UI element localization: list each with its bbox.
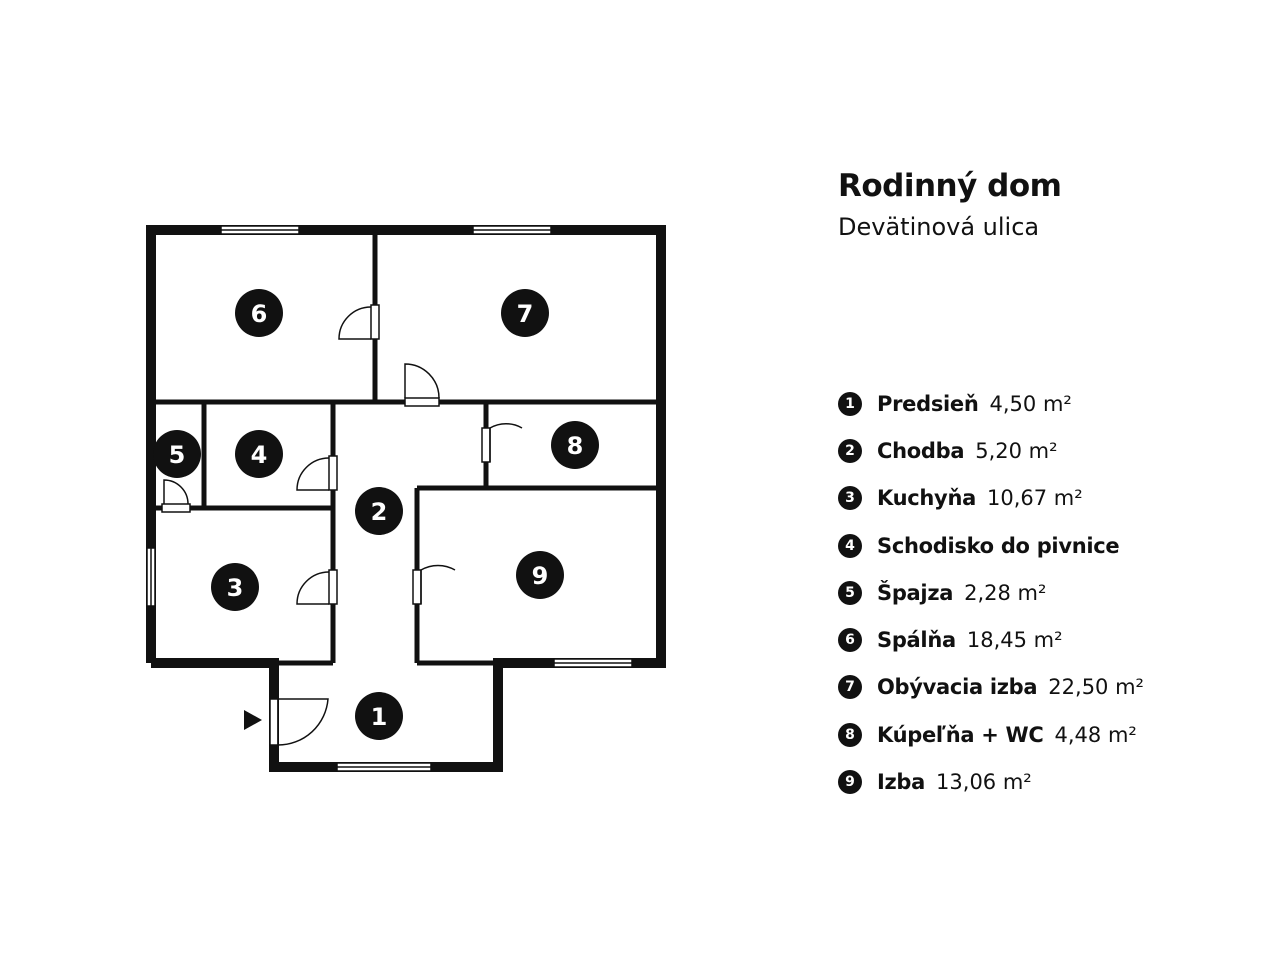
svg-text:5: 5	[169, 441, 186, 469]
legend-badge: 9	[838, 770, 862, 795]
legend-room-name: Spálňa	[877, 628, 956, 653]
room-badge-7: 7	[501, 289, 549, 337]
legend-room-area: 2,28 m²	[964, 580, 1047, 605]
svg-text:1: 1	[371, 703, 388, 731]
legend-item-9: 9 Izba 13,06 m²	[838, 758, 1144, 805]
legend-badge: 8	[838, 722, 862, 747]
page-subtitle: Devätinová ulica	[838, 213, 1040, 241]
svg-text:3: 3	[227, 574, 244, 602]
windows	[146, 225, 633, 772]
legend-room-name: Kuchyňa	[877, 486, 976, 511]
legend-badge: 5	[838, 580, 862, 605]
legend-item-7: 7 Obývacia izba 22,50 m²	[838, 664, 1144, 711]
svg-text:4: 4	[251, 441, 268, 469]
floor-plan: 1 2 3 4 5 6 7 8 9	[146, 225, 666, 772]
room-badges: 1 2 3 4 5 6 7 8 9	[153, 289, 599, 740]
exterior-walls	[146, 225, 666, 772]
legend-item-1: 1 Predsieň 4,50 m²	[838, 380, 1144, 427]
svg-text:8: 8	[567, 432, 584, 460]
legend-badge: 1	[838, 391, 862, 416]
legend-badge: 6	[838, 628, 862, 653]
svg-text:7: 7	[517, 300, 534, 328]
legend-badge: 4	[838, 533, 862, 558]
room-badge-2: 2	[355, 487, 403, 535]
room-badge-6: 6	[235, 289, 283, 337]
entrance-arrow-icon	[244, 710, 262, 730]
legend-item-5: 5 Špajza 2,28 m²	[838, 569, 1144, 616]
legend-room-area: 13,06 m²	[936, 770, 1032, 795]
room-badge-4: 4	[235, 430, 283, 478]
legend-item-4: 4 Schodisko do pivnice	[838, 522, 1144, 569]
legend-item-8: 8 Kúpeľňa + WC 4,48 m²	[838, 711, 1144, 758]
legend-room-name: Chodba	[877, 438, 965, 463]
legend-room-name: Predsieň	[877, 391, 979, 416]
room-badge-8: 8	[551, 421, 599, 469]
legend-room-name: Schodisko do pivnice	[877, 533, 1120, 558]
legend-room-name: Špajza	[877, 580, 954, 605]
doors	[161, 304, 523, 746]
svg-text:9: 9	[532, 562, 549, 590]
legend-room-name: Izba	[877, 770, 926, 795]
legend-badge: 3	[838, 486, 862, 511]
room-badge-1: 1	[355, 692, 403, 740]
page-title: Rodinný dom	[838, 168, 1062, 204]
legend-room-area: 10,67 m²	[986, 486, 1083, 511]
svg-text:6: 6	[251, 300, 268, 328]
svg-text:2: 2	[371, 498, 388, 526]
legend-room-area: 4,48 m²	[1054, 722, 1137, 747]
legend-badge: 2	[838, 438, 862, 463]
legend-item-2: 2 Chodba 5,20 m²	[838, 427, 1144, 474]
room-badge-5: 5	[153, 430, 201, 478]
legend-room-area: 18,45 m²	[966, 628, 1063, 653]
room-badge-9: 9	[516, 551, 564, 599]
legend-room-area: 4,50 m²	[989, 391, 1072, 416]
legend-room-name: Obývacia izba	[877, 675, 1038, 700]
room-legend: 1 Predsieň 4,50 m² 2 Chodba 5,20 m² 3 Kuchyňa…	[838, 380, 1144, 806]
legend-badge: 7	[838, 675, 862, 700]
header: Rodinný dom Devätinová ulica	[838, 166, 1062, 243]
legend-item-3: 3 Kuchyňa 10,67 m²	[838, 475, 1144, 522]
legend-room-area: 22,50 m²	[1048, 675, 1144, 700]
legend-room-area: 5,20 m²	[975, 438, 1058, 463]
legend-item-6: 6 Spálňa 18,45 m²	[838, 616, 1144, 663]
legend-room-name: Kúpeľňa + WC	[877, 722, 1044, 747]
room-badge-3: 3	[211, 563, 259, 611]
